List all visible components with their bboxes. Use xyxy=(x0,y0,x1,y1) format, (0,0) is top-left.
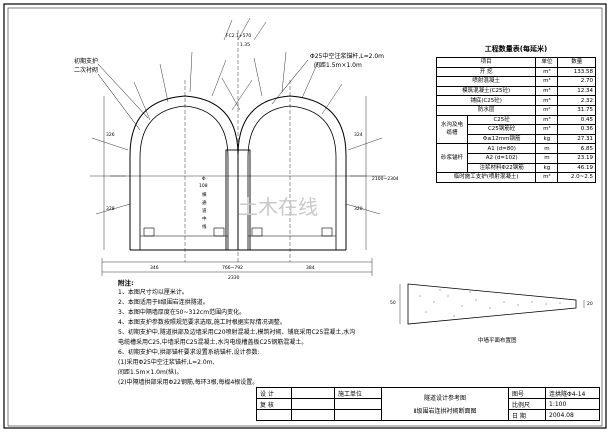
notes-block: 附注: 1、本图尺寸均以厘米计。 2、本图适用于Ⅱ级围岩连拱隧道。 3、本图中隔… xyxy=(118,278,398,388)
note-line: 电缆槽采用C25,中墙采用C25混凝土,水沟电缆槽盖板C25钢筋混凝土。 xyxy=(118,339,308,346)
watermark: 土木在线 xyxy=(238,195,318,219)
table-row: 临时施工支护(喷射混凝土) m³ 2.0~2.5 xyxy=(435,172,596,183)
dim-label: 766~792 xyxy=(222,266,243,271)
date-value: 2004.08 xyxy=(545,409,600,421)
checker-label: 复 核 xyxy=(256,398,292,410)
note-line: 6、初期支护中,拱部锚杆要求设置系统锚杆,设计参数: xyxy=(118,349,260,356)
dim-label: 346 xyxy=(150,266,159,271)
dim-label: 384 xyxy=(306,266,315,271)
rebar-callout: Φ25中空注浆锚杆,L=2.0m xyxy=(310,53,385,60)
plan-dim-label: 20 xyxy=(587,302,593,307)
scale-value: 1:100 xyxy=(545,398,600,410)
designer-label: 设 计 xyxy=(256,387,292,399)
note-line: 1、本图尺寸均以厘米计。 xyxy=(118,289,188,296)
dim-label: 2330 xyxy=(228,276,240,281)
drawing-title-cell: 隧道设计参考图 Ⅱ级围岩连拱衬砌断面图 xyxy=(381,387,509,421)
support-callout: 初期支护 xyxy=(74,58,99,65)
date-label: 日 期 xyxy=(508,409,546,421)
plan-hatching xyxy=(419,289,561,317)
pipe-label: Φ xyxy=(202,177,206,182)
scale-label: 比例尺 xyxy=(508,398,546,410)
blank-cell xyxy=(291,409,335,421)
table-cell: m³ xyxy=(535,172,559,183)
pipe-label: 道 xyxy=(202,209,207,214)
table-row: 砂浆锚杆 A1 (d=80) m 6.85 xyxy=(436,143,596,174)
dim-label: 324 xyxy=(354,133,363,138)
table-cell: 2.0~2.5 xyxy=(557,172,596,183)
plan-title: 中墙平面布置图 xyxy=(478,338,517,344)
quantity-table-title: 工程数量表(每延米) xyxy=(484,45,548,53)
drawing-no: 连拱隧Φ4-14 xyxy=(545,387,600,399)
checker-value xyxy=(291,398,335,410)
table-row: 模筑混凝土(C25砼) m³ 12.34 xyxy=(435,85,596,97)
station-label: FC2.1+570 xyxy=(226,34,252,39)
quantity-table: 项目 单位 数量 开 挖 m³ 133.58 喷射混凝土 m³ 2.70 模筑混… xyxy=(435,57,596,183)
note-line: 3、本图中隔墙厚度在50~312cm范围内变化。 xyxy=(118,309,246,316)
notes-heading: 附注: xyxy=(118,279,134,287)
note-line: 2、本图适用于Ⅱ级围岩连拱隧道。 xyxy=(118,299,209,306)
note-line: (2)中隔墙拱部采用Φ22钢筋,每环3根,每榀4根设置。 xyxy=(118,379,259,386)
blank-cell xyxy=(334,398,382,410)
drawing-title-line2: Ⅱ级围岩连拱衬砌断面图 xyxy=(413,408,477,415)
drawing-no-label: 图号 xyxy=(508,387,546,399)
pipe-label: 横 xyxy=(202,193,207,198)
dim-label: 1.35 xyxy=(240,43,251,48)
note-line: 间距1.5m×1.0m(纵)。 xyxy=(118,369,183,376)
note-line: (1)采用Φ25中空注浆锚杆,L=2.0m, xyxy=(118,359,215,366)
pipe-label: 线 xyxy=(202,225,207,230)
pipe-label: 通 xyxy=(202,201,207,206)
note-line: 4、本图支护参数按照规范要求选取,施工时根据实际情况调整。 xyxy=(118,319,286,326)
dim-label: 2100~2304 xyxy=(372,177,399,182)
note-line: 5、初期支护中,隧道拱部及边墙采用C20喷射混凝土,模筑衬砌、铺底采用C25混凝… xyxy=(118,329,356,336)
title-block-row: 复 核 比例尺 1:100 xyxy=(256,398,600,410)
pipe-label: 中 xyxy=(202,217,207,222)
title-block: 设 计 施工单位 隧道设计参考图 Ⅱ级围岩连拱衬砌断面图 图号 连拱隧Φ4-14… xyxy=(256,387,600,421)
unit-label: 施工单位 xyxy=(334,387,382,399)
designer-value xyxy=(291,387,335,399)
dim-label: 326 xyxy=(106,133,115,138)
rebar-callout: 间距1.5m×1.0m xyxy=(314,62,362,69)
blank-cell xyxy=(334,409,382,421)
blank-cell xyxy=(256,409,292,421)
dim-label: 328 xyxy=(106,207,115,212)
lining-callout: 二次衬砌 xyxy=(74,67,99,74)
title-block-row: 日 期 2004.08 xyxy=(256,409,600,421)
plan-dim-label: 50 xyxy=(390,301,396,306)
pipe-label: 108 xyxy=(199,184,208,189)
rock-hatching xyxy=(90,17,386,215)
title-block-row: 设 计 施工单位 隧道设计参考图 Ⅱ级围岩连拱衬砌断面图 图号 连拱隧Φ4-14 xyxy=(256,387,600,421)
drawing-title-line1: 隧道设计参考图 xyxy=(423,395,466,402)
dim-label: 320 xyxy=(354,207,363,212)
